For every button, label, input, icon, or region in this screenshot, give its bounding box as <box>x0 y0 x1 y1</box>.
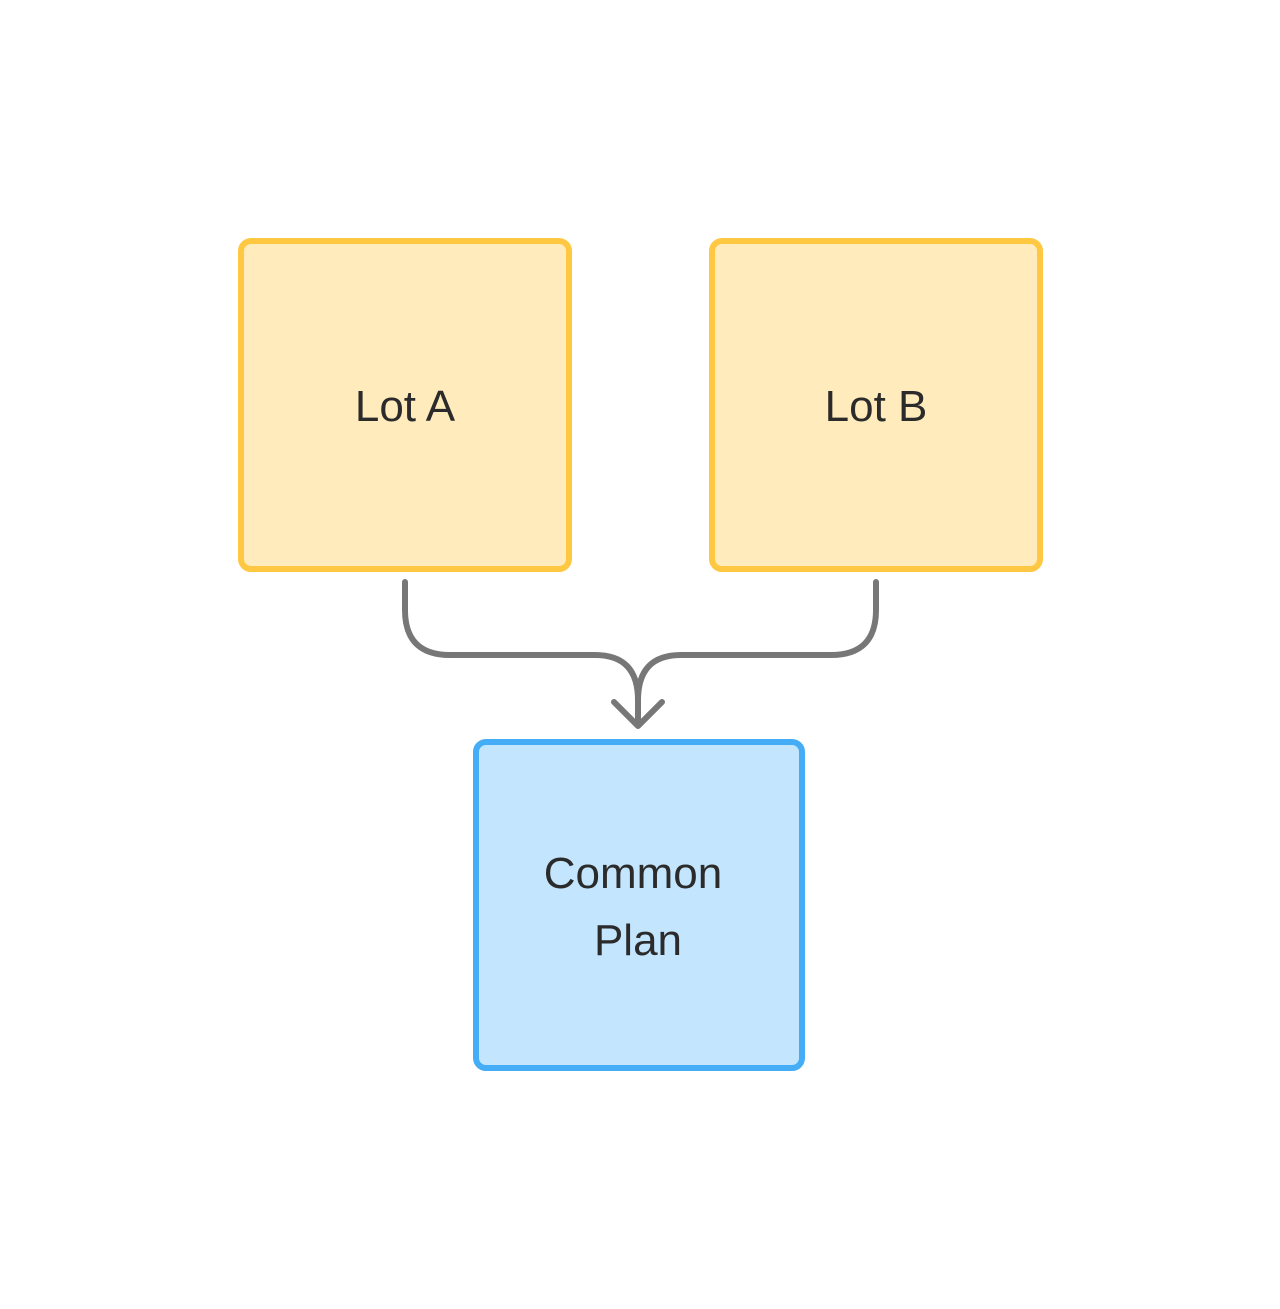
arrowhead-icon <box>611 699 665 729</box>
node-common-plan[interactable]: Common Plan <box>473 739 805 1071</box>
node-lot-a[interactable]: Lot A <box>238 238 572 572</box>
connector-lot-a-to-plan <box>402 579 641 725</box>
node-lot-a-label: Lot A <box>355 382 456 431</box>
connector-lot-b-to-plan <box>635 579 879 725</box>
connectors <box>402 579 879 729</box>
node-lot-b[interactable]: Lot B <box>709 238 1043 572</box>
node-lot-b-label: Lot B <box>825 382 928 431</box>
node-common-plan-label-line1: Common <box>544 849 723 898</box>
node-common-plan-box <box>473 739 805 1071</box>
node-lot-a-box <box>238 238 572 572</box>
node-common-plan-label-line2: Plan <box>594 916 682 965</box>
node-lot-b-box <box>709 238 1043 572</box>
